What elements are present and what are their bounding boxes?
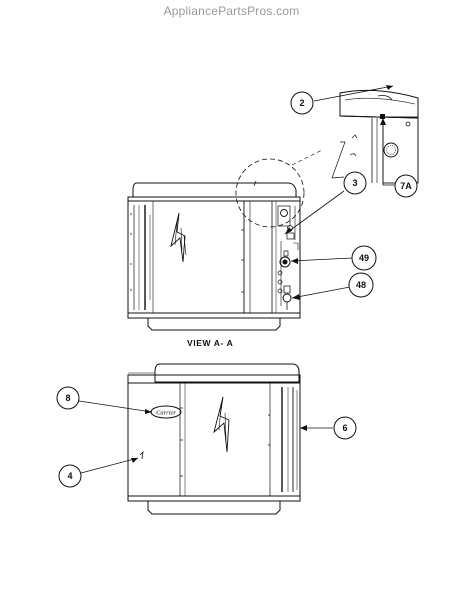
watermark: AppliancePartsPros.com: [163, 4, 300, 18]
callout-4-label: 4: [67, 471, 72, 481]
carrier-logo: Carrier: [156, 410, 176, 417]
callout-6: 6: [300, 416, 357, 440]
detail-reference-circle: [235, 149, 323, 228]
callout-2-label: 2: [299, 98, 304, 108]
callout-4: 4: [58, 457, 139, 488]
callout-2: 2: [290, 85, 394, 115]
callout-48: 48: [291, 272, 374, 300]
callout-8-label: 8: [65, 393, 70, 403]
view-label: VIEW A- A: [187, 338, 233, 348]
callout-8: 8: [56, 386, 153, 414]
callout-49: 49: [290, 245, 377, 271]
callout-6-label: 6: [342, 423, 347, 433]
callout-49-label: 49: [359, 253, 369, 263]
callout-7a-label: 7A: [400, 181, 412, 191]
callout-7a: 7A: [380, 118, 418, 198]
top-unit-view: [127, 182, 301, 331]
bottom-unit-view: [127, 363, 301, 515]
detail-inset: [339, 89, 419, 184]
callout-48-label: 48: [356, 280, 366, 290]
callout-3: 3: [284, 141, 367, 235]
callout-3-label: 3: [352, 178, 357, 188]
